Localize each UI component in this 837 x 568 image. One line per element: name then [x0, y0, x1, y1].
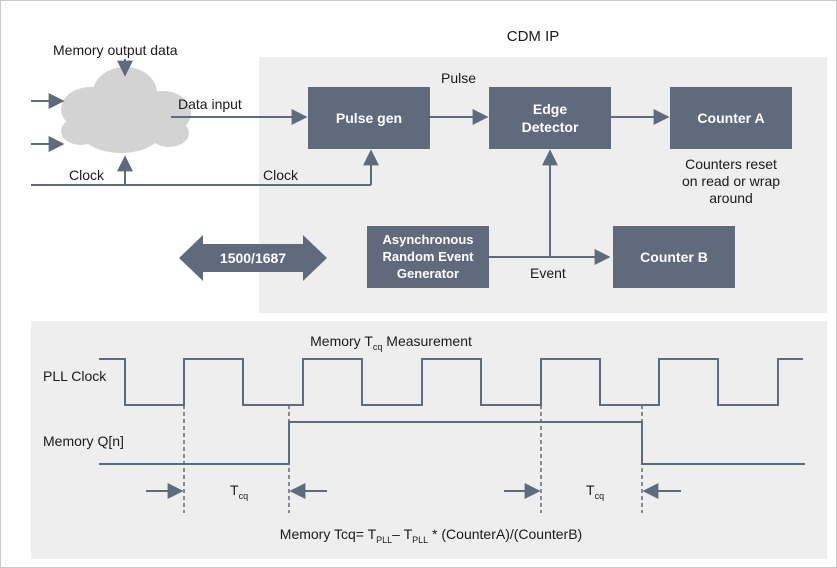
- clock-mid-label: Clock: [263, 167, 299, 183]
- async-gen-label-line3: Generator: [397, 266, 459, 281]
- counter-b-label: Counter B: [640, 249, 708, 265]
- pll-clock-label: PLL Clock: [43, 368, 107, 384]
- edge-detector-label-line1: Edge: [533, 101, 567, 117]
- timing-title: Memory Tcq Measurement: [310, 333, 472, 352]
- counter-b-box: [613, 226, 735, 288]
- async-gen-label-line1: Asynchronous: [382, 232, 473, 247]
- bus-arrow-icon: [179, 235, 327, 281]
- memory-q-waveform: [99, 421, 805, 465]
- data-input-label: Data input: [178, 96, 242, 112]
- memory-output-data-label: Memory output data: [53, 42, 178, 58]
- reset-note-line1: Counters reset: [685, 156, 777, 172]
- pulse-gen-label: Pulse gen: [336, 110, 402, 126]
- counter-a-box: [670, 87, 792, 149]
- async-random-event-generator-box: [367, 226, 489, 288]
- edge-detector-label-line2: Detector: [522, 119, 579, 135]
- clock-left-label: Clock: [69, 167, 105, 183]
- tcq2-label: Tcq: [586, 482, 604, 501]
- async-gen-label-line2: Random Event: [382, 249, 474, 264]
- edge-detector-box: [489, 87, 611, 149]
- counter-a-label: Counter A: [697, 110, 764, 126]
- memory-cloud-icon: [61, 67, 191, 153]
- reset-note-line2: on read or wrap: [682, 173, 780, 189]
- tcq-formula: Memory Tcq= TPLL– TPLL * (CounterA)/(Cou…: [280, 526, 582, 545]
- cdm-ip-title: CDM IP: [507, 28, 560, 45]
- timing-panel: [31, 321, 827, 559]
- event-label: Event: [530, 265, 566, 281]
- pll-clock-waveform: [99, 358, 803, 406]
- reset-note-line3: around: [709, 190, 753, 206]
- pulse-label: Pulse: [441, 70, 476, 86]
- bus-label: 1500/1687: [220, 250, 286, 266]
- pulse-gen-box: [308, 87, 430, 149]
- memory-q-label: Memory Q[n]: [43, 433, 124, 449]
- tcq1-label: Tcq: [230, 482, 248, 501]
